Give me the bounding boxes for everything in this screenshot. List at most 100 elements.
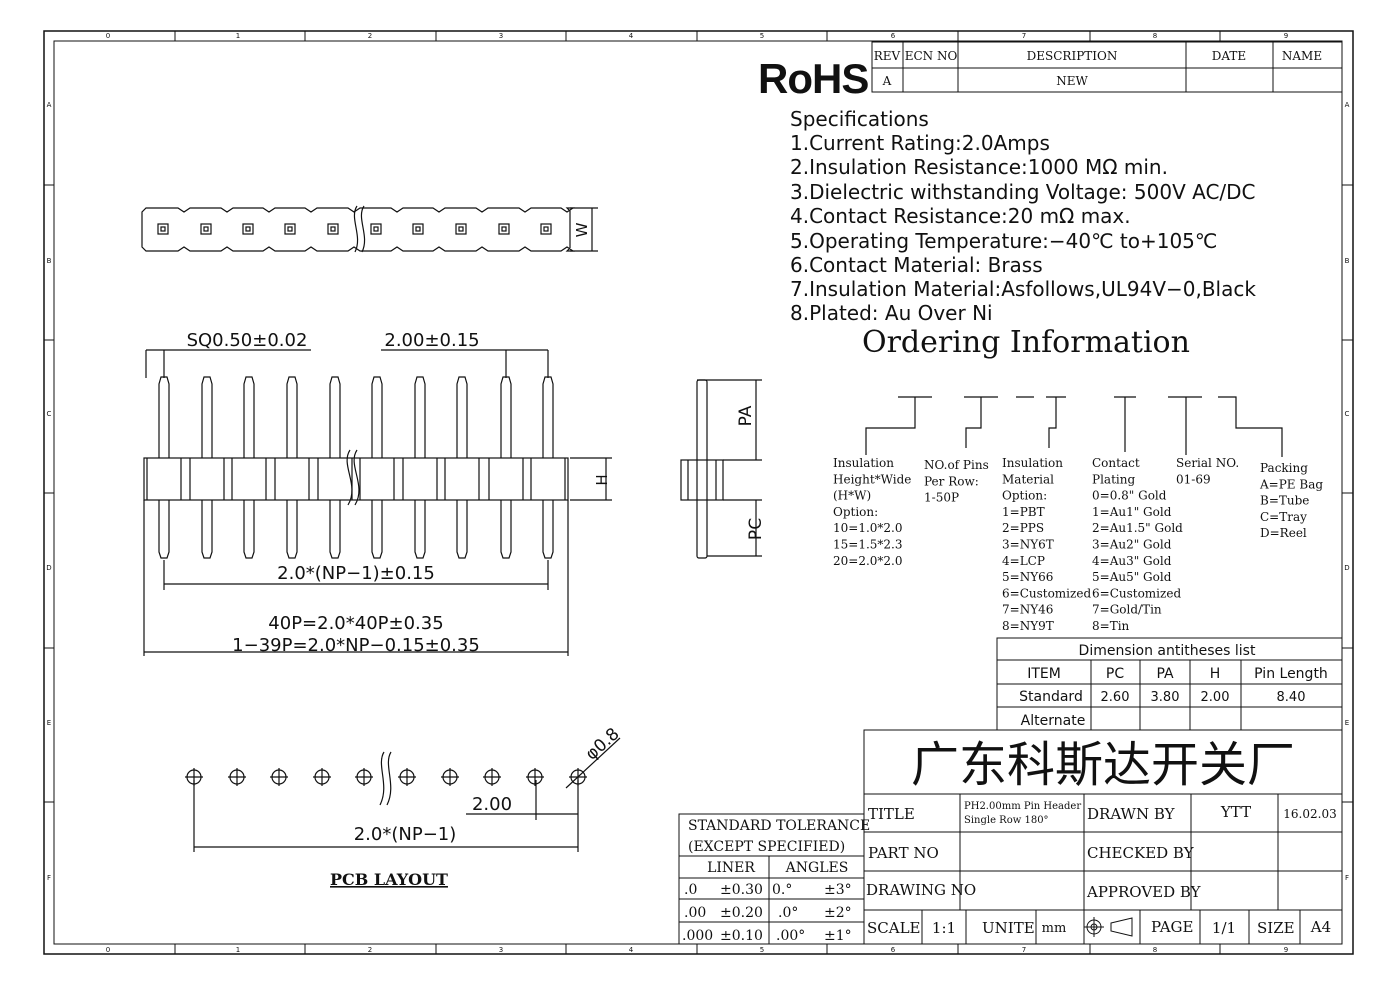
zone-column-label: 7: [1022, 32, 1026, 40]
scale-value: 1:1: [932, 919, 956, 937]
ordering-option-line: A=PE Bag: [1259, 477, 1323, 491]
spec-item: 2.Insulation Resistance:1000 MΩ min.: [790, 155, 1168, 179]
ordering-option-line: Height*Wide: [833, 472, 911, 486]
tolerance-title: STANDARD TOLERANCE: [688, 818, 870, 834]
size-value: A4: [1310, 918, 1331, 936]
tolerance-cell: .0°: [778, 905, 798, 921]
ordering-option-line: 1=Au1" Gold: [1092, 505, 1172, 519]
spec-item: 7.Insulation Material:Asfollows,UL94V−0,…: [790, 277, 1256, 301]
dim-header: PA: [1156, 666, 1174, 682]
pin-square-inner: [287, 226, 293, 232]
ordering-option-line: (H*W): [833, 489, 871, 503]
tolerance-cell: ±0.10: [720, 928, 763, 944]
zone-column-label: 1: [236, 946, 240, 954]
ordering-col-serial: Serial NO.01-69: [1176, 456, 1239, 486]
ordering-option-line: 7=Gold/Tin: [1092, 603, 1162, 617]
dim-cell: 8.40: [1277, 690, 1306, 705]
top-view-outline: [141, 207, 575, 252]
pin-lower: [243, 500, 255, 559]
pc-label: PC: [746, 518, 766, 540]
pin-upper: [158, 376, 170, 458]
pin-square-inner: [203, 226, 209, 232]
pin-lower: [201, 500, 213, 559]
unite-value: mm: [1042, 921, 1067, 936]
tolerance-subtitle: (EXCEPT SPECIFIED): [688, 839, 845, 855]
zone-column-label: 6: [891, 946, 896, 954]
zone-row-label: E: [1345, 719, 1349, 727]
pin-square-inner: [415, 226, 421, 232]
tolerance-cell: ±0.20: [720, 905, 763, 921]
size-label: SIZE: [1257, 919, 1295, 937]
zone-column-label: 3: [499, 946, 503, 954]
ordering-option-line: 3=Au2" Gold: [1092, 538, 1172, 552]
zone-row-label: C: [1345, 410, 1350, 418]
ordering-option-line: Option:: [1002, 489, 1047, 503]
pin-upper: [329, 376, 341, 458]
rev-value: A: [882, 74, 892, 88]
zone-row-label: B: [1345, 257, 1350, 265]
pin-square-inner: [458, 226, 464, 232]
zone-column-label: 8: [1153, 32, 1157, 40]
dimension-table-title: Dimension antitheses list: [1079, 643, 1256, 659]
zone-column-label: 2: [368, 32, 372, 40]
spec-item: 4.Contact Resistance:20 mΩ max.: [790, 204, 1131, 228]
spec-item: 8.Plated: Au Over Ni: [790, 301, 993, 325]
spec-item: 5.Operating Temperature:−40℃ to+105℃: [790, 229, 1217, 253]
break-mark: [346, 449, 360, 506]
pin-square: [498, 223, 510, 235]
pin-square: [284, 223, 296, 235]
ordering-option-line: 5=NY66: [1002, 570, 1053, 584]
pcb-layout-label: PCB LAYOUT: [330, 870, 448, 889]
tolerance-table: [678, 813, 865, 945]
zone-column-label: 2: [368, 946, 372, 954]
pin-upper: [414, 376, 426, 458]
side-view: [680, 379, 762, 559]
tolerance-cell: .000: [682, 928, 713, 944]
tolerance-cell: 0.°: [772, 882, 792, 898]
title-value-line1: PH2.00mm Pin Header: [964, 801, 1081, 812]
zone-column-label: 1: [236, 32, 240, 40]
ordering-option-line: 1=PBT: [1002, 505, 1045, 519]
ordering-option-line: 3=NY6T: [1002, 538, 1054, 552]
zone-row-label: A: [47, 101, 52, 109]
top-view: [141, 205, 598, 253]
zone-row-label: D: [1344, 564, 1349, 572]
tolerance-cell: ±2°: [824, 905, 852, 921]
pin-square-inner: [160, 226, 166, 232]
pin-square: [412, 223, 424, 235]
ecn-header: ECN NO: [905, 49, 958, 63]
pin-square: [370, 223, 382, 235]
ordering-option-line: Material: [1002, 472, 1054, 486]
revision-table: [871, 41, 1343, 93]
ordering-option-line: 7=NY46: [1002, 603, 1053, 617]
zone-column-label: 8: [1153, 946, 1157, 954]
pin-upper: [456, 376, 468, 458]
zone-row-label: F: [1345, 874, 1349, 882]
pcb-holes: [185, 768, 587, 786]
front-view: [143, 349, 612, 656]
pin-square-inner: [245, 226, 251, 232]
ordering-title: Ordering Information: [862, 325, 1190, 360]
ordering-option-line: 15=1.5*2.3: [833, 538, 903, 552]
zone-column-label: 5: [760, 32, 764, 40]
pin-square: [327, 223, 339, 235]
ordering-option-line: Insulation: [1002, 456, 1063, 470]
dim-cell: 3.80: [1151, 690, 1180, 705]
ordering-option-line: D=Reel: [1260, 526, 1307, 540]
zone-row-label: A: [1345, 101, 1350, 109]
ordering-option-line: 20=2.0*2.0: [833, 554, 903, 568]
tolerance-cell: .00: [684, 905, 706, 921]
ordering-option-line: Packing: [1260, 461, 1308, 475]
spec-item: 3.Dielectric withstanding Voltage: 500V …: [790, 180, 1256, 204]
pin-lower: [371, 500, 383, 559]
pin-lower: [286, 500, 298, 559]
third-angle-projection-icon: [1084, 917, 1133, 937]
ordering-option-line: 4=Au3" Gold: [1092, 554, 1172, 568]
dim-header: H: [1210, 666, 1221, 682]
ordering-option-line: 0=0.8" Gold: [1092, 489, 1167, 503]
